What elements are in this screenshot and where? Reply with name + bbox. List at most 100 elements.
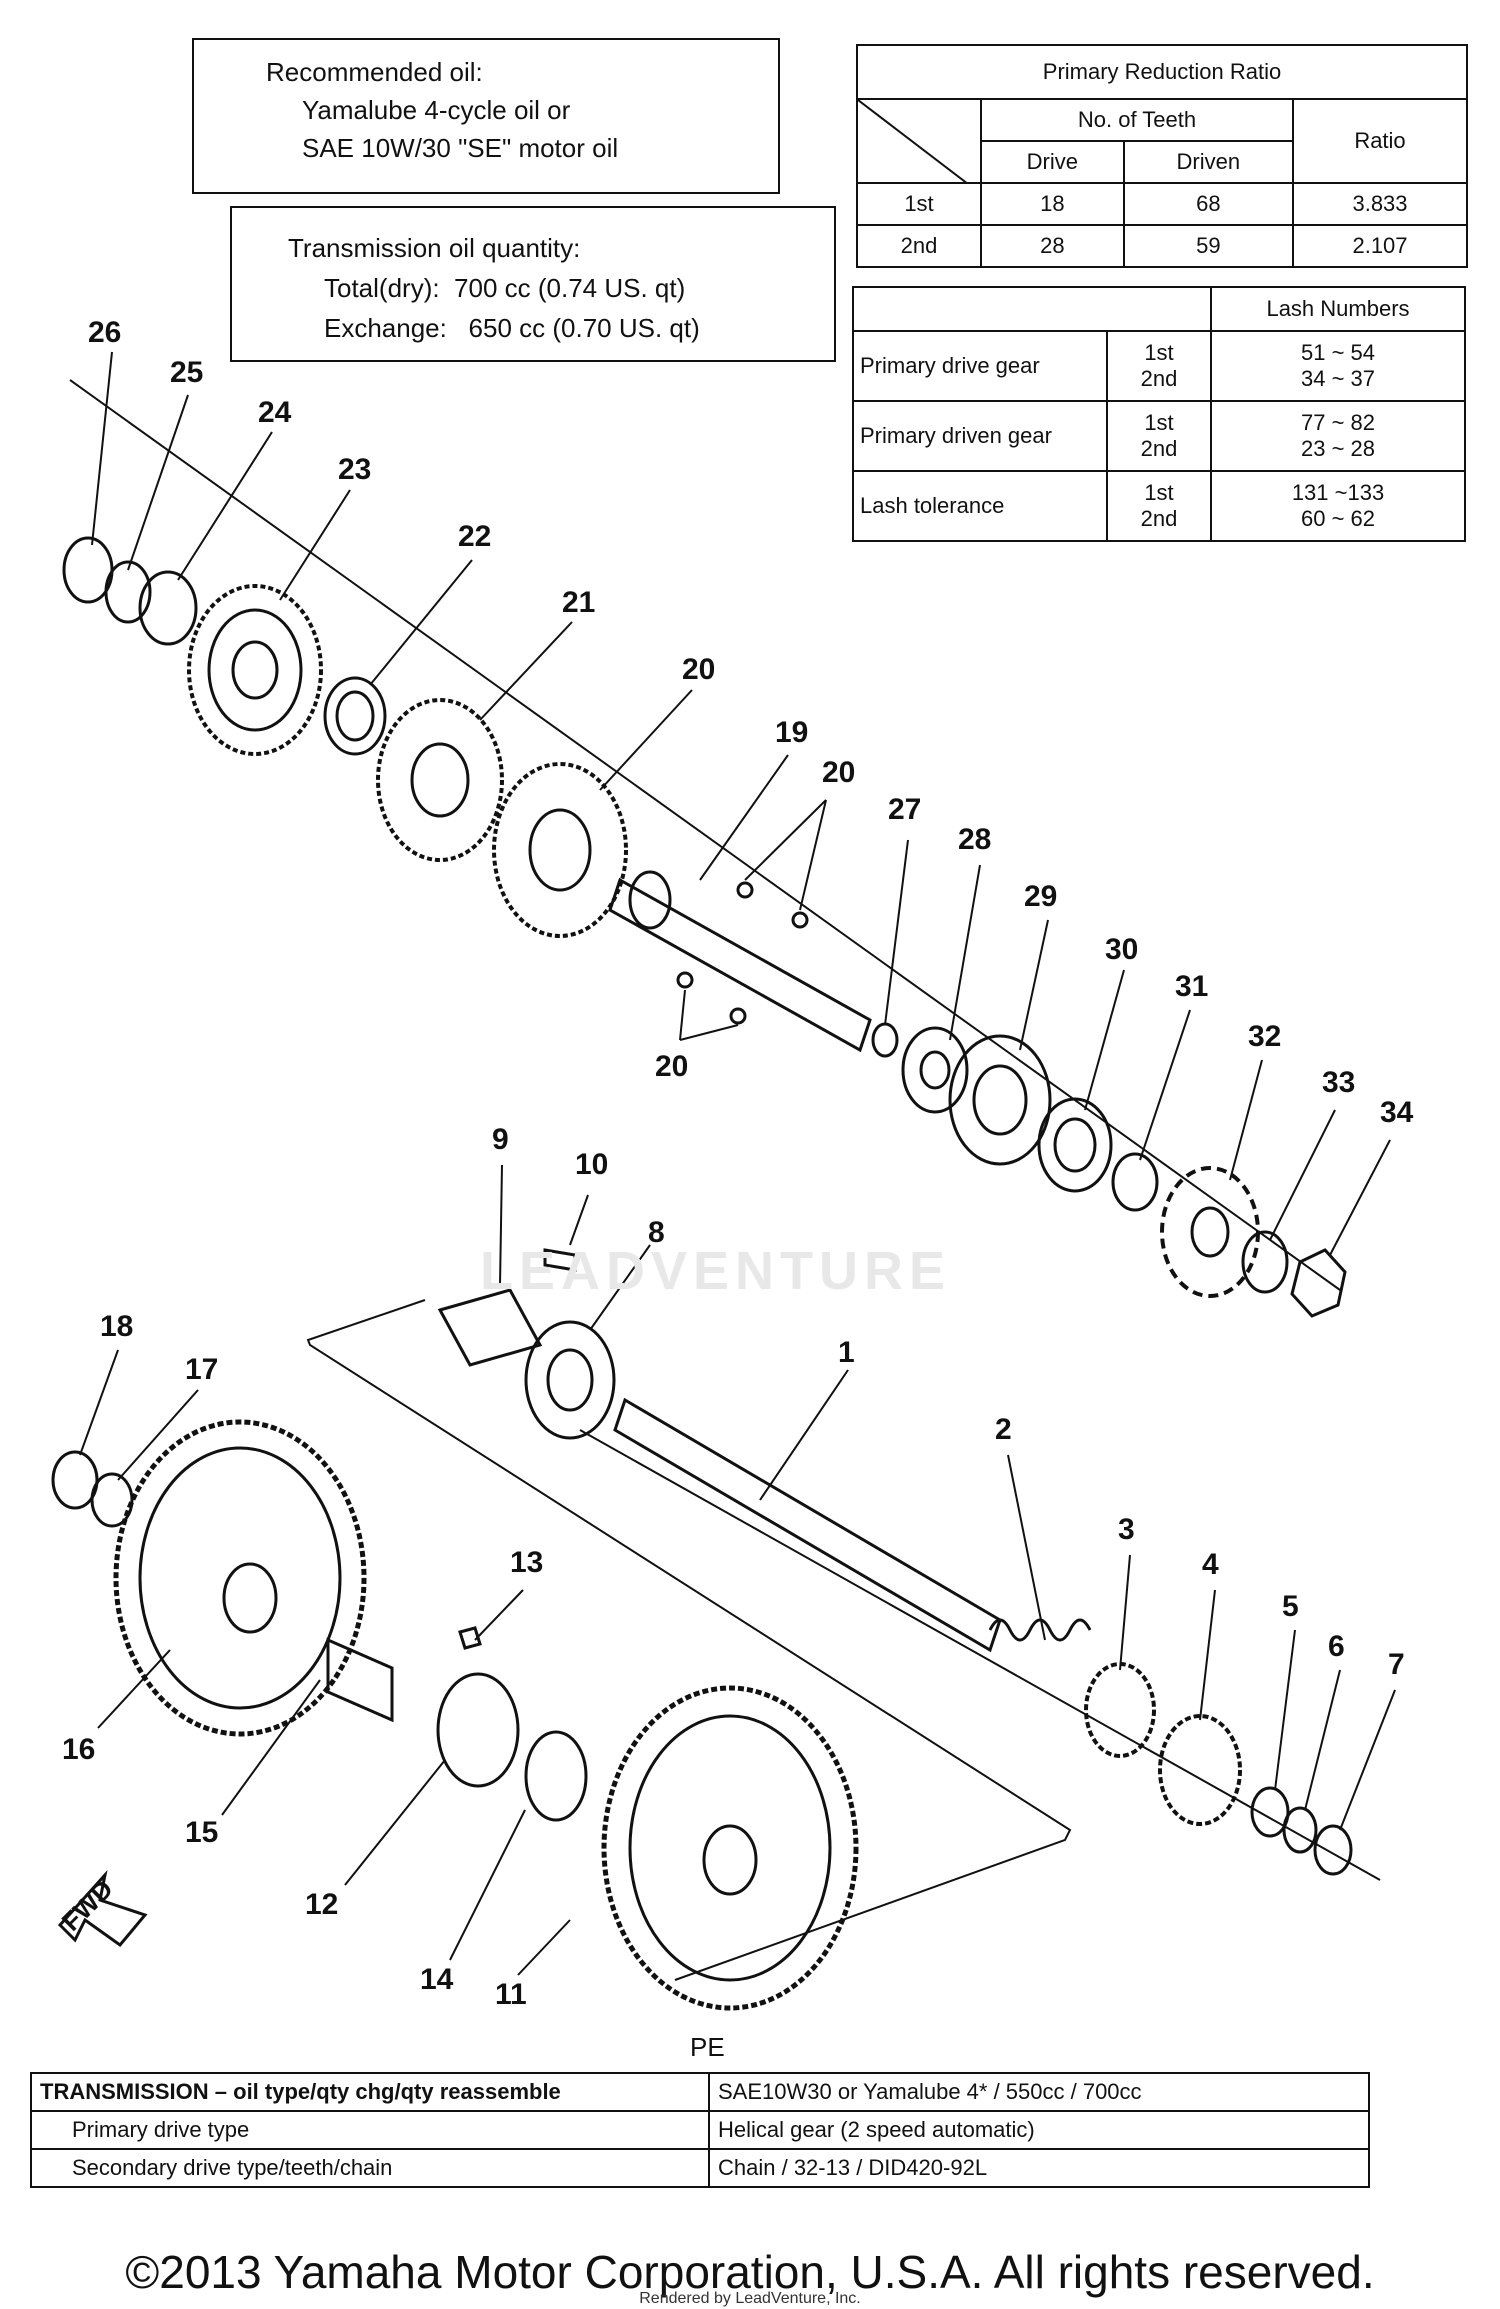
bearing-8 <box>524 1320 616 1440</box>
part-label: 22 <box>458 520 492 553</box>
transmission-exploded-diagram <box>51 351 1396 2011</box>
gear-11-hub <box>702 1824 758 1896</box>
main-shaft-1 <box>613 1397 1002 1653</box>
part-label: 32 <box>1248 1020 1282 1053</box>
corner-diagonal <box>858 100 968 184</box>
oil-quantity-box: Transmission oil quantity: Total(dry): 7… <box>230 206 836 362</box>
part-label: 16 <box>62 1733 96 1766</box>
bushing-15 <box>326 1637 394 1723</box>
lash-row-values: 51 ~ 54 34 ~ 37 <box>1210 330 1466 402</box>
lash-row: Primary driven gear 1st 2nd 77 ~ 82 23 ~… <box>852 400 1466 472</box>
gear-16-web <box>138 1446 342 1710</box>
ball-20 <box>791 911 809 929</box>
spec-value: SAE10W30 or Yamalube 4* / 550cc / 700cc <box>708 2072 1370 2112</box>
part-label: 27 <box>888 793 922 826</box>
lash-table-corner <box>852 286 1212 332</box>
reduction-ratio: 3.833 <box>1292 182 1468 226</box>
forward-arrow-icon <box>57 1869 148 1948</box>
part-label: 5 <box>1282 1590 1299 1623</box>
gear-24 <box>187 584 323 756</box>
lockwasher-34 <box>1241 1230 1289 1294</box>
gear-22-hub <box>410 742 470 818</box>
spec-label: Primary drive type <box>30 2110 710 2150</box>
bearing-8-bore <box>546 1348 594 1412</box>
watermark: LEADVENTURE <box>480 1241 952 1301</box>
recommended-oil-heading: Recommended oil: <box>266 57 483 87</box>
washer-29-bore <box>919 1050 951 1090</box>
reduction-driven: 59 <box>1122 224 1295 268</box>
cap-7 <box>1313 1824 1353 1876</box>
collar-28 <box>871 1022 899 1058</box>
collar-32 <box>1111 1152 1159 1212</box>
copyright-text: ©2013 Yamaha Motor Corporation, U.S.A. A… <box>125 2246 1375 2298</box>
part-label: 26 <box>88 316 122 349</box>
part-label: 18 <box>100 1310 134 1343</box>
driven-header: Driven <box>1122 140 1295 184</box>
spec-row: Primary drive type Helical gear (2 speed… <box>30 2110 1370 2150</box>
part-label: 34 <box>1380 1096 1414 1129</box>
spec-label: TRANSMISSION – oil type/qty chg/qty reas… <box>30 2072 710 2112</box>
gear-24-hub <box>207 608 303 732</box>
reduction-table-corner <box>856 98 982 184</box>
lash-row-gears: 1st 2nd <box>1106 400 1212 472</box>
sprocket-33-bore <box>1190 1206 1230 1258</box>
washer-6 <box>1282 1806 1318 1854</box>
seal-31 <box>1037 1097 1113 1193</box>
part-label: 13 <box>510 1546 544 1579</box>
part-label: 28 <box>958 823 992 856</box>
assembly-bracket <box>306 1299 1072 1981</box>
seal-31-bore <box>1053 1117 1097 1173</box>
part-label: 4 <box>1202 1548 1219 1581</box>
reduction-ratio: 2.107 <box>1292 224 1468 268</box>
part-label: 24 <box>258 396 292 429</box>
washer-5 <box>1250 1786 1290 1838</box>
lash-row-gears: 1st 2nd <box>1106 330 1212 402</box>
lash-row-label: Primary drive gear <box>852 330 1108 402</box>
oil-quantity-total: Total(dry): 700 cc (0.74 US. qt) <box>324 273 686 303</box>
recommended-oil-option-2: SAE 10W/30 "SE" motor oil <box>302 133 619 163</box>
ball-20 <box>736 881 754 899</box>
part-label: 2 <box>995 1413 1012 1446</box>
part-label: 12 <box>305 1888 339 1921</box>
spec-label: Secondary drive type/teeth/chain <box>30 2148 710 2188</box>
reduction-drive: 28 <box>980 224 1125 268</box>
spring-2 <box>988 1618 1092 1642</box>
shaft-19 <box>608 877 872 1053</box>
washer-17 <box>90 1472 134 1528</box>
part-label: 21 <box>562 586 596 619</box>
oil-quantity-exchange: Exchange: 650 cc (0.70 US. qt) <box>324 313 700 343</box>
part-label: 23 <box>338 453 372 486</box>
gear-21-hub <box>528 808 592 892</box>
leader-lines <box>79 351 1396 1976</box>
reduction-row: 1st 18 68 3.833 <box>856 182 1468 226</box>
shaft-19-end <box>628 870 672 930</box>
clutch-12 <box>436 1672 520 1788</box>
shoe-13 <box>458 1626 482 1650</box>
teeth-header: No. of Teeth <box>980 98 1294 142</box>
lash-header: Lash Numbers <box>1210 286 1466 332</box>
part-label: 17 <box>185 1353 219 1386</box>
recommended-oil-box: Recommended oil: Yamalube 4-cycle oil or… <box>192 38 780 194</box>
part-label: 33 <box>1322 1066 1356 1099</box>
gear-3 <box>1084 1662 1156 1758</box>
part-label: 9 <box>492 1123 509 1156</box>
reduction-gear: 2nd <box>856 224 982 268</box>
lash-table: Lash Numbers Primary drive gear 1st 2nd … <box>852 286 1466 542</box>
reduction-drive: 18 <box>980 182 1125 226</box>
part-label: 7 <box>1388 1648 1405 1681</box>
lower-axis-line <box>579 1429 1381 1881</box>
part-label: 20 <box>822 756 856 789</box>
bushing-23 <box>323 676 387 756</box>
gear-22 <box>376 698 504 862</box>
part-label: 31 <box>1175 970 1209 1003</box>
part-label: 20 <box>682 653 716 686</box>
spec-row: TRANSMISSION – oil type/qty chg/qty reas… <box>30 2072 1370 2112</box>
upper-axis-line <box>69 379 1341 1291</box>
part-label: 25 <box>170 356 204 389</box>
lash-row-label: Lash tolerance <box>852 470 1108 542</box>
gear-16-hub <box>222 1562 278 1634</box>
lash-row-values: 131 ~133 60 ~ 62 <box>1210 470 1466 542</box>
spec-row: Secondary drive type/teeth/chain Chain /… <box>30 2148 1370 2188</box>
lash-row-label: Primary driven gear <box>852 400 1108 472</box>
part-label: 15 <box>185 1816 219 1849</box>
